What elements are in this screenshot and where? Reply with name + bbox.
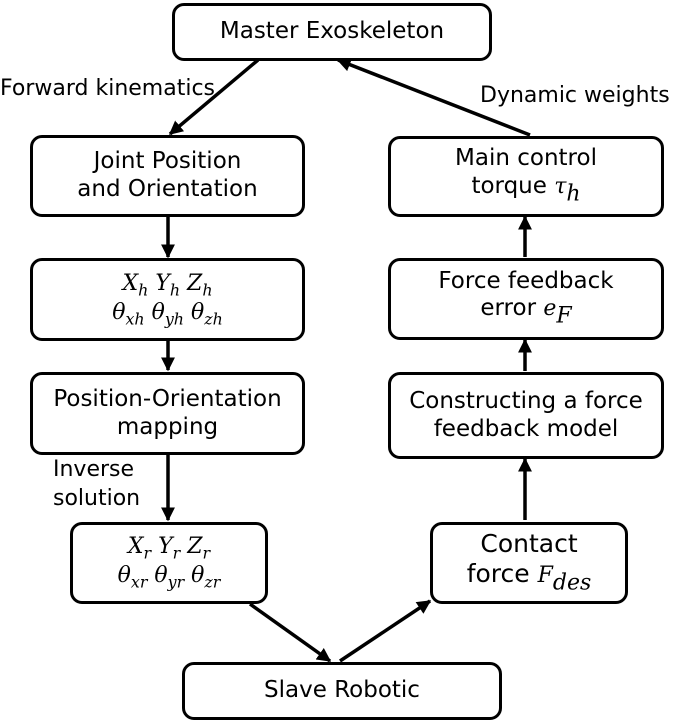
arrow-main-to-master: [336, 58, 531, 137]
slave-orientation-vars: θxr θyr θzr: [117, 563, 221, 592]
arrow-master-to-joint: [168, 58, 260, 136]
master-exoskeleton-label: Master Exoskeleton: [219, 18, 445, 45]
inverse-solution-label: Inverse solution: [53, 457, 141, 511]
joint-position-box: Joint Position and Orientation: [30, 135, 305, 217]
constructing-line1: Constructing a force: [409, 387, 643, 414]
slave-coordinates-box: Xr Yr Zr θxr θyr θzr: [70, 522, 268, 604]
master-position-vars: Xh Yh Zh: [122, 270, 213, 300]
force-error-line1: Force feedback: [438, 267, 614, 294]
joint-position-line1: Joint Position: [93, 148, 242, 175]
dynamic-weights-label: Dynamic weights: [480, 83, 670, 108]
main-control-line2: torque τh: [471, 172, 581, 207]
arrow-slave-to-contact: [339, 599, 432, 663]
slave-position-vars: Xr Yr Zr: [127, 534, 211, 563]
contact-force-box: Contact force Fdes: [430, 522, 628, 604]
force-error-line2: error eF: [480, 295, 572, 329]
arrow-xr-to-slave: [248, 602, 332, 663]
slave-robotic-box: Slave Robotic: [182, 662, 502, 720]
main-control-box: Main control torque τh: [388, 136, 664, 217]
main-control-line1: Main control: [455, 145, 597, 172]
master-orientation-vars: θxh θyh θzh: [112, 299, 223, 329]
slave-robotic-label: Slave Robotic: [264, 677, 420, 704]
contact-force-line2: force Fdes: [466, 558, 592, 596]
constructing-line2: feedback model: [433, 415, 619, 442]
force-feedback-error-box: Force feedback error eF: [388, 258, 664, 340]
master-exoskeleton-box: Master Exoskeleton: [172, 3, 492, 61]
position-orientation-mapping-box: Position-Orientation mapping: [30, 372, 305, 455]
forward-kinematics-label: Forward kinematics: [0, 76, 216, 101]
contact-force-line1: Contact: [480, 528, 578, 558]
mapping-line2: mapping: [116, 413, 219, 440]
joint-position-line2: and Orientation: [77, 176, 258, 202]
master-coordinates-box: Xh Yh Zh θxh θyh θzh: [30, 258, 305, 341]
mapping-line1: Position-Orientation: [53, 385, 282, 412]
constructing-model-box: Constructing a force feedback model: [388, 372, 664, 459]
